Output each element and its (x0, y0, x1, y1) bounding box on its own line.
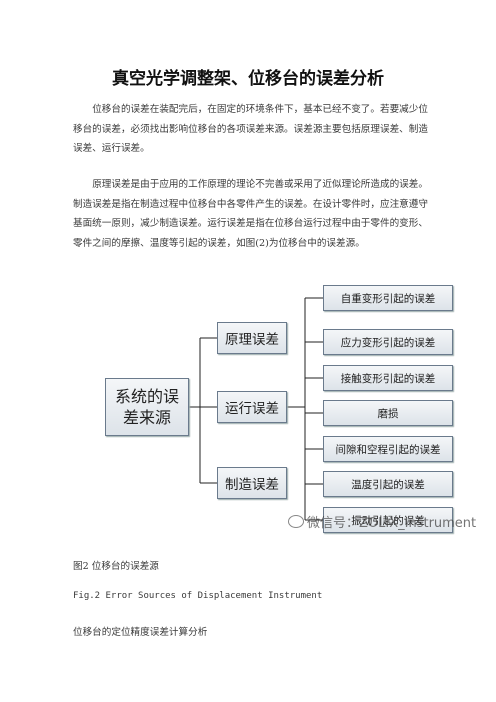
leaf-stress-deformation: 应力变形引起的误差 (323, 329, 453, 355)
error-types-paragraph: 原理误差是由于应用的工作原理的理论不完善或采用了近似理论所造成的误差。制造误差是… (73, 179, 428, 249)
leaf-self-weight-deformation: 自重变形引起的误差 (323, 285, 453, 311)
branch-manufacturing-error: 制造误差 (217, 467, 287, 499)
watermark: 微信号：ZOLIX_Instrument (288, 512, 476, 531)
figure-caption-cn: 图2 位移台的误差源 (73, 561, 159, 572)
figure-caption-en: Fig.2 Error Sources of Displacement Inst… (73, 591, 323, 601)
intro-paragraph: 位移台的误差在装配完后，在固定的环境条件下，基本已经不变了。若要减少位移台的误差… (73, 104, 428, 155)
page-title: 真空光学调整架、位移台的误差分析 (112, 69, 384, 89)
section-heading: 位移台的定位精度误差计算分析 (73, 627, 208, 638)
leaf-temperature: 温度引起的误差 (323, 471, 453, 497)
wechat-icon (288, 515, 304, 528)
leaf-vibration: 振动引起的误差 (323, 507, 453, 533)
branch-principle-error: 原理误差 (217, 322, 287, 354)
leaf-wear: 磨损 (323, 400, 453, 426)
leaf-contact-deformation: 接触变形引起的误差 (323, 365, 453, 391)
branch-operation-error: 运行误差 (217, 391, 287, 423)
diagram-root-node: 系统的误差来源 (105, 378, 189, 436)
leaf-clearance-backlash: 间隙和空程引起的误差 (323, 436, 453, 462)
watermark-text: 微信号：ZOLIX_Instrument (307, 516, 477, 531)
